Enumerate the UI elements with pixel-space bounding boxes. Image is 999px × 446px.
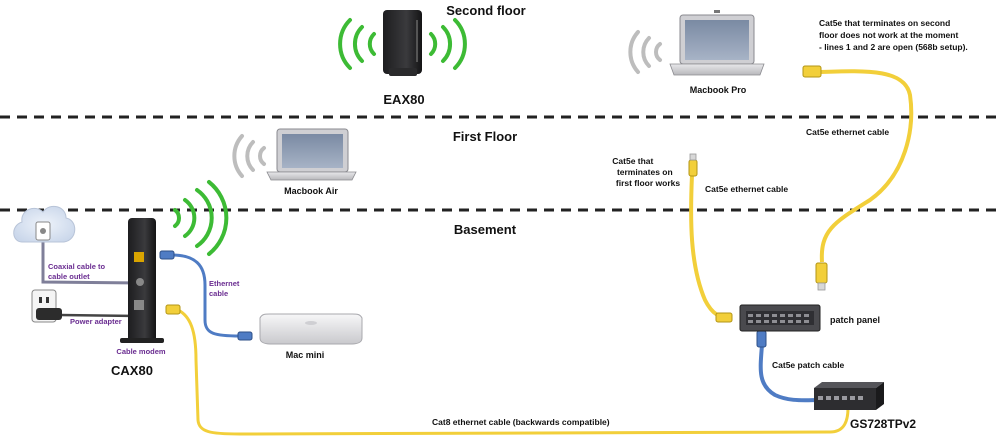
macbook-air-icon	[266, 128, 357, 181]
second-floor-note-line-3: - lines 1 and 2 are open (568b setup).	[819, 42, 968, 52]
rj45-connector-modem-blue	[159, 250, 175, 260]
cat5e-cable-lower-label: Cat5e ethernet cable	[705, 184, 788, 194]
coaxial-label-line-1: Coaxial cable to	[48, 262, 106, 271]
first-floor-note-line-2: terminates on	[617, 167, 673, 177]
cat5e-cable-upper-label: Cat5e ethernet cable	[806, 127, 889, 137]
macbook-pro-label: Macbook Pro	[690, 85, 747, 95]
switch-label: GS728TPv2	[850, 417, 916, 431]
gs728tpv2-switch	[814, 382, 884, 410]
rj45-tip-first-floor	[689, 153, 697, 161]
first-floor-note: Cat5e that terminates on first floor wor…	[612, 156, 680, 188]
floor-title-basement: Basement	[454, 222, 517, 237]
wifi-signal-macbook-pro	[628, 30, 662, 74]
ethernet-label-line-1: Ethernet	[209, 279, 240, 288]
cable-outlet-cloud	[13, 205, 76, 243]
floor-title-first: First Floor	[453, 129, 517, 144]
macbook-pro-icon	[669, 10, 765, 76]
cat8-cable-label: Cat8 ethernet cable (backwards compatibl…	[432, 417, 610, 427]
ethernet-cable-label: Ethernet cable	[209, 279, 242, 298]
floor-title-second: Second floor	[446, 3, 525, 18]
mac-mini-icon	[259, 313, 363, 345]
power-outlet	[31, 289, 62, 323]
coaxial-cable	[41, 240, 141, 285]
cax80-label: CAX80	[111, 363, 153, 378]
rj45-connector-upper-top	[802, 65, 822, 78]
rj45-connector-panel-left	[715, 312, 733, 323]
macbook-air-label: Macbook Air	[284, 186, 338, 196]
power-adapter-label: Power adapter	[70, 317, 122, 326]
eax80-label: EAX80	[383, 92, 424, 107]
ethernet-cable-blue	[171, 253, 241, 338]
coaxial-cable-label: Coaxial cable to cable outlet	[48, 262, 107, 281]
rj45-connector-mini-blue	[237, 331, 253, 341]
eax80-router	[383, 10, 422, 76]
ethernet-label-line-2: cable	[209, 289, 228, 298]
second-floor-note: Cat5e that terminates on second floor do…	[819, 18, 968, 52]
rj45-connector-upper-bottom	[815, 262, 828, 284]
rj45-connector-patch-top	[756, 330, 767, 348]
second-floor-note-line-2: floor does not work at the moment	[819, 30, 958, 40]
cable-modem-label: Cable modem	[116, 347, 166, 356]
coaxial-label-line-2: cable outlet	[48, 272, 90, 281]
cat5e-patch-cable	[758, 344, 823, 403]
rj45-tip-upper	[817, 282, 826, 291]
wifi-signal-eax80-left	[338, 18, 376, 70]
rj45-connector-modem	[165, 304, 181, 315]
cat5e-cable-lower	[689, 174, 731, 320]
wifi-signal-macbook-air	[232, 134, 266, 178]
patch-panel-icon	[739, 304, 821, 332]
rj45-connector-first-floor	[688, 159, 698, 177]
cax80-cable-modem	[120, 218, 164, 343]
patch-panel-label: patch panel	[830, 315, 880, 325]
cat8-cable	[177, 308, 850, 436]
mac-mini-label: Mac mini	[286, 350, 325, 360]
wifi-signal-cax80	[173, 180, 229, 256]
wifi-signal-eax80-right	[429, 18, 467, 70]
first-floor-note-line-3: first floor works	[616, 178, 681, 188]
first-floor-note-line-1: Cat5e that	[612, 156, 653, 166]
patch-cable-label: Cat5e patch cable	[772, 360, 845, 370]
cat5e-cable-upper	[819, 69, 914, 263]
power-cable	[59, 313, 141, 318]
second-floor-note-line-1: Cat5e that terminates on second	[819, 18, 950, 28]
